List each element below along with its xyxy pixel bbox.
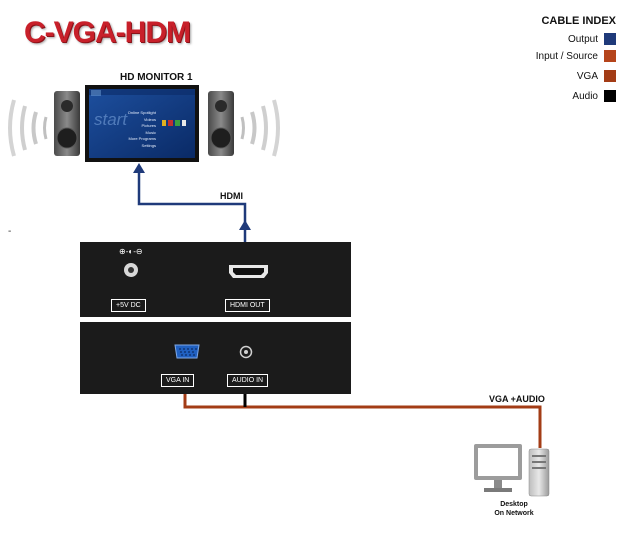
legend-item-input: Input / Source — [536, 49, 616, 63]
vga-audio-cable — [183, 394, 542, 448]
input-swatch — [604, 50, 616, 62]
legend-label: Output — [567, 33, 598, 45]
menu-item: Settings — [141, 142, 156, 148]
screen-logo: start — [94, 110, 128, 129]
port-label-vga-in: VGA IN — [161, 374, 195, 387]
left-speaker-icon — [8, 91, 80, 157]
hd-monitor-icon — [85, 85, 199, 162]
audio-swatch — [604, 90, 616, 102]
menu-item: Videos — [143, 116, 156, 122]
screen-menu: Online Spotlight Videos Pictures Music M… — [116, 110, 156, 149]
vga-audio-cable-label: VGA +AUDIO — [489, 394, 545, 404]
legend-label: VGA — [576, 70, 598, 82]
legend-item-vga: VGA — [577, 69, 616, 83]
vga-swatch — [604, 70, 616, 82]
cable-index-title: CABLE INDEX — [541, 15, 616, 27]
menu-item: Online Spotlight — [127, 110, 156, 115]
monitor-label: HD MONITOR 1 — [120, 72, 193, 83]
menu-item: More Programs — [128, 136, 156, 141]
right-speaker-icon — [208, 91, 280, 157]
port-label-5v-dc: +5V DC — [111, 299, 146, 312]
hdmi-cable-label: HDMI — [220, 191, 243, 201]
computer-label: Desktop On Network — [474, 500, 554, 518]
power-polarity-icon: ⊕-◐-⊖ — [119, 247, 143, 256]
stray-mark: - — [8, 226, 12, 237]
port-label-audio-in: AUDIO IN — [227, 374, 269, 387]
menu-item: Music — [145, 129, 156, 135]
menu-item: Pictures — [141, 123, 156, 128]
legend-label: Input / Source — [535, 50, 598, 62]
legend-label: Audio — [572, 90, 598, 102]
legend-item-output: Output — [568, 32, 616, 46]
computer-label-line1: Desktop — [500, 501, 528, 508]
legend-item-audio: Audio — [572, 89, 616, 103]
computer-label-line2: On Network — [494, 510, 534, 517]
device-input-panel — [80, 322, 351, 394]
product-title: C-VGA-HDM — [24, 16, 191, 49]
hdmi-cable — [133, 163, 251, 242]
desktop-computer-icon — [474, 444, 550, 497]
output-swatch — [604, 33, 616, 45]
device-output-panel — [80, 242, 351, 317]
port-label-hdmi-out: HDMI OUT — [225, 299, 270, 312]
